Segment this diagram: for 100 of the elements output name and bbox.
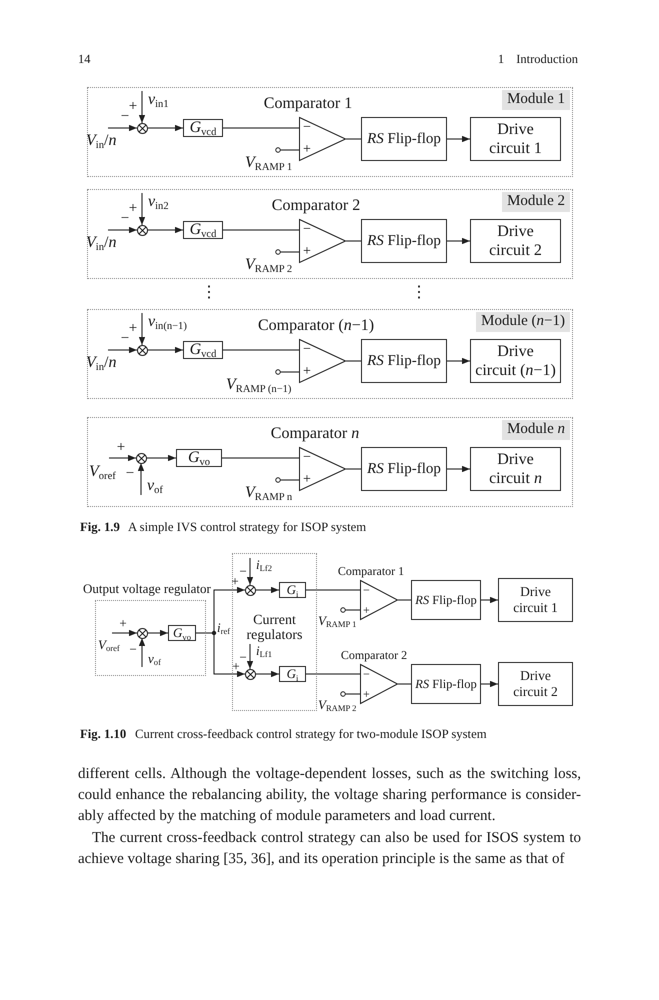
terminal-line bbox=[275, 249, 300, 255]
signal-arrow bbox=[112, 630, 138, 636]
figure-caption: Fig. 1.9 A simple IVS control strategy for ISOP system bbox=[80, 520, 366, 535]
transfer-function-block: G$_{vcd}$ bbox=[183, 341, 223, 359]
drive-circuit-block: Drive circuit 1 bbox=[470, 117, 561, 161]
signal-line bbox=[346, 138, 362, 140]
signal-arrow bbox=[138, 638, 146, 668]
transfer-function-block: G$_{vcd}$ bbox=[183, 221, 223, 239]
signal-arrow bbox=[138, 192, 146, 226]
signal-label: v$_{in1}$ bbox=[142, 90, 169, 109]
summing-junction bbox=[136, 452, 146, 464]
polarity-sign: + bbox=[128, 202, 138, 216]
module-label: Module n bbox=[502, 420, 570, 440]
signal-arrow bbox=[146, 226, 184, 234]
page-number: 14 bbox=[78, 52, 90, 67]
terminal-line bbox=[340, 691, 360, 697]
module-panel bbox=[87, 189, 573, 279]
signal-arrow bbox=[138, 90, 146, 124]
polarity-sign: − bbox=[303, 223, 311, 237]
drive-circuit-block: Drive circuit 2 bbox=[498, 662, 573, 706]
flip-flop-block: RS Flip-flop bbox=[361, 219, 447, 263]
signal-arrow bbox=[108, 124, 138, 132]
body-paragraph: different cells. Although the voltage-dependent losses, such as the switching loss, could enhance the rebalancing ability, the voltage sharing performance is consider-ably affected by the matching of module parameters and load current. bbox=[78, 765, 581, 826]
signal-line bbox=[346, 360, 362, 362]
signal-label: V$_{oref}$ bbox=[98, 637, 120, 653]
signal-label: V$_{RAMP 1}$ bbox=[245, 153, 292, 172]
polarity-sign: + bbox=[303, 365, 311, 379]
module-panel bbox=[87, 309, 573, 399]
summing-junction bbox=[136, 628, 148, 638]
signal-label: V$_{in}$/n bbox=[86, 353, 116, 372]
signal-line bbox=[346, 240, 362, 242]
signal-label: i$_{ref}$ bbox=[217, 620, 230, 636]
polarity-sign: + bbox=[303, 245, 311, 259]
flip-flop-block: RS Flip-flop bbox=[361, 117, 447, 161]
polarity-sign: − bbox=[363, 668, 370, 680]
summing-junction bbox=[244, 668, 256, 680]
polarity-sign: + bbox=[128, 322, 138, 336]
transfer-function-block: G$_{vcd}$ bbox=[183, 119, 223, 137]
flip-flop-block: RS Flip-flop bbox=[411, 580, 481, 620]
signal-arrow bbox=[246, 644, 254, 670]
drive-circuit-block: Drive circuit 2 bbox=[470, 219, 561, 263]
group-frame bbox=[232, 553, 317, 711]
polarity-sign: − bbox=[129, 642, 137, 656]
signal-line bbox=[346, 468, 362, 470]
polarity-sign: + bbox=[119, 616, 127, 630]
terminal-line bbox=[275, 147, 300, 153]
summing-junction bbox=[136, 122, 148, 134]
signal-label: V$_{RAMP 2}$ bbox=[245, 255, 292, 274]
drive-circuit-block: Drive circuit n bbox=[470, 447, 561, 491]
polarity-sign: + bbox=[232, 660, 240, 672]
signal-arrow bbox=[480, 680, 498, 688]
signal-label: v$_{in(n−1)}$ bbox=[142, 312, 187, 331]
group-label: Current regulators bbox=[246, 613, 304, 643]
polarity-sign: − bbox=[363, 584, 370, 596]
signal-arrow bbox=[108, 346, 138, 354]
signal-label: i$_{Lf2}$ bbox=[250, 557, 272, 573]
module-panel bbox=[87, 417, 573, 507]
signal-arrow bbox=[254, 670, 280, 678]
signal-arrow bbox=[246, 558, 254, 586]
summing-junction bbox=[136, 344, 148, 356]
polarity-sign: − bbox=[239, 564, 247, 578]
comparator-label: Comparator 2 bbox=[340, 649, 408, 661]
signal-label: V$_{oref}$ bbox=[89, 462, 116, 481]
signal-label: V$_{RAMP n}$ bbox=[245, 483, 292, 502]
polarity-sign: − bbox=[303, 121, 311, 135]
flip-flop-block: RS Flip-flop bbox=[411, 664, 481, 704]
polarity-sign: − bbox=[303, 343, 311, 357]
comparator-label: Comparator (n−1) bbox=[258, 318, 374, 334]
polarity-sign: + bbox=[116, 440, 126, 456]
signal-arrow bbox=[108, 454, 136, 462]
drive-circuit-block: Drive circuit 1 bbox=[498, 578, 573, 622]
transfer-function-block: G$_{i}$ bbox=[279, 666, 306, 682]
ellipsis: ⋮ bbox=[201, 284, 217, 301]
figure-caption: Fig. 1.10 Current cross-feedback control strategy for two-module ISOP system bbox=[80, 727, 487, 742]
signal-arrow bbox=[446, 358, 470, 364]
signal-arrow bbox=[146, 630, 168, 636]
signal-arrow bbox=[146, 346, 184, 354]
polarity-sign: − bbox=[120, 110, 130, 124]
ellipsis: ⋮ bbox=[411, 284, 427, 301]
polarity-sign: − bbox=[126, 466, 134, 482]
signal-arrow bbox=[146, 454, 176, 462]
signal-arrow bbox=[138, 312, 146, 346]
polarity-sign: + bbox=[231, 574, 239, 588]
polarity-sign: − bbox=[120, 212, 130, 226]
signal-label: i$_{Lf1}$ bbox=[250, 643, 272, 659]
comparator-label: Comparator 1 bbox=[264, 96, 352, 112]
summing-junction bbox=[136, 224, 148, 236]
terminal-line bbox=[275, 477, 300, 483]
terminal-line bbox=[340, 607, 360, 613]
polarity-sign: − bbox=[303, 451, 311, 465]
signal-arrow bbox=[446, 238, 470, 244]
group-label: Output voltage regulator bbox=[83, 581, 211, 596]
polarity-sign: + bbox=[303, 143, 311, 157]
signal-label: V$_{RAMP 1}$ bbox=[318, 613, 356, 629]
signal-label: v$_{of}$ bbox=[141, 476, 163, 495]
transfer-function-block: G$_{vo}$ bbox=[168, 625, 196, 641]
polarity-sign: + bbox=[363, 604, 370, 616]
signal-arrow bbox=[146, 124, 184, 132]
signal-label: V$_{in}$/n bbox=[86, 131, 116, 150]
drive-circuit-block: Drive circuit (n−1) bbox=[470, 339, 561, 383]
